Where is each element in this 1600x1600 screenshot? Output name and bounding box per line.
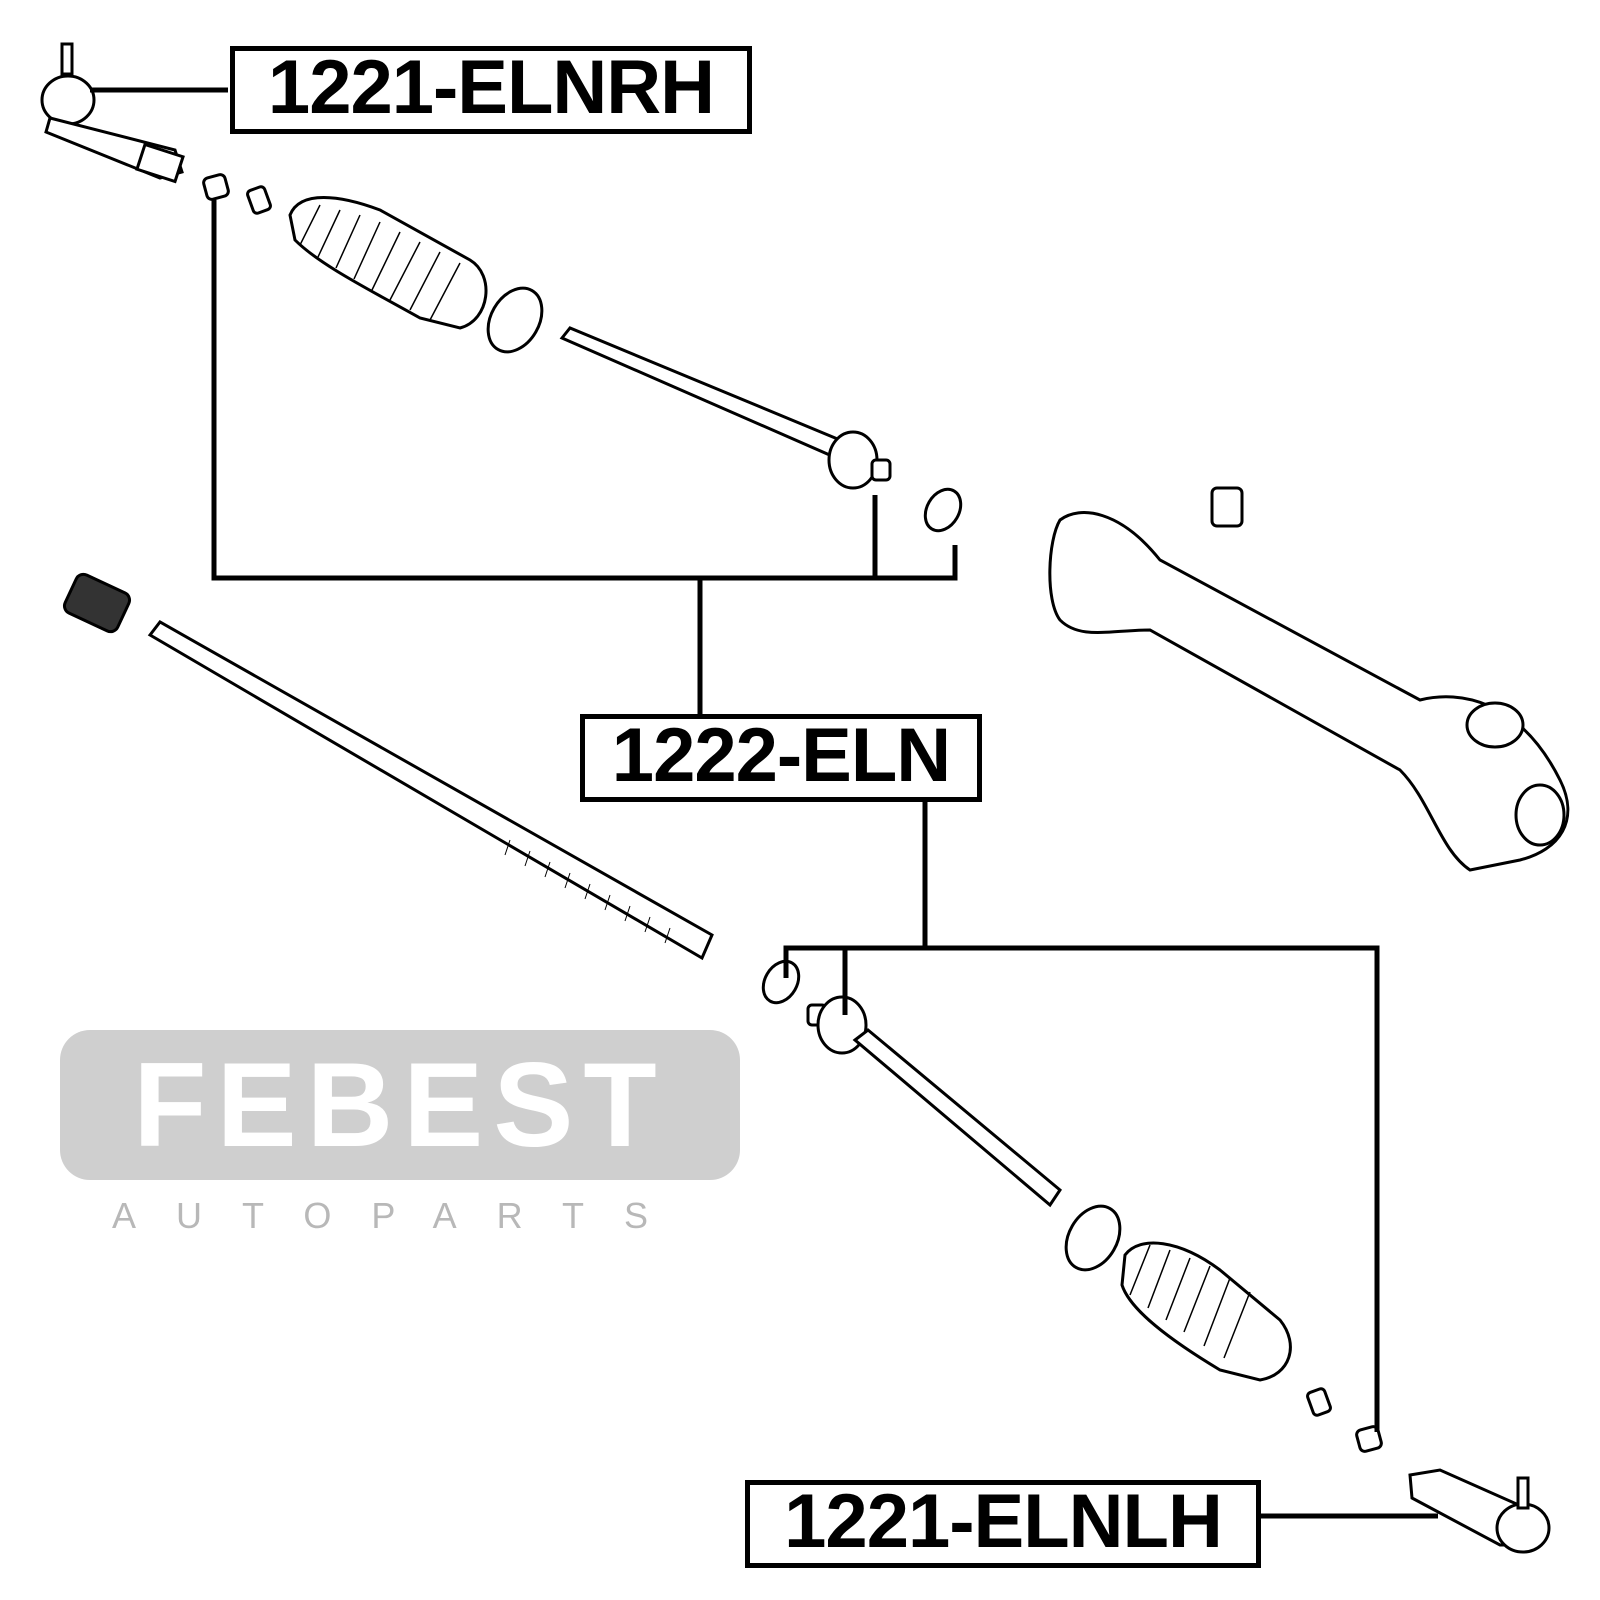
lock-nut-rh bbox=[246, 185, 272, 215]
boot-rh bbox=[288, 196, 488, 330]
boot-lh bbox=[1120, 1241, 1292, 1382]
lock-nut-lh bbox=[1306, 1387, 1332, 1417]
rack-bush bbox=[62, 572, 132, 634]
inner-tie-rod-lh bbox=[806, 995, 1062, 1208]
tie-rod-end-lh bbox=[1408, 1468, 1551, 1554]
tie-rod-end-rh bbox=[40, 42, 185, 184]
watermark-tagline: AUTOPARTS bbox=[111, 1195, 689, 1236]
nut-lh bbox=[1355, 1425, 1383, 1453]
lock-washer-rh bbox=[923, 487, 963, 533]
steering-rack bbox=[147, 620, 714, 961]
inner-tie-rod-rh bbox=[559, 326, 892, 490]
clamp-rh bbox=[486, 286, 544, 354]
part-label-1222-eln: 1222-ELN bbox=[580, 714, 982, 802]
watermark-background bbox=[60, 1030, 740, 1180]
leader-lines bbox=[90, 87, 1438, 1519]
steering-gear-housing bbox=[1048, 486, 1570, 872]
nut-rh bbox=[202, 173, 230, 201]
part-label-1221-elnrh: 1221-ELNRH bbox=[230, 46, 752, 134]
part-label-1221-elnlh: 1221-ELNLH bbox=[745, 1480, 1261, 1568]
watermark-brand: FEBEST bbox=[133, 1038, 667, 1172]
lock-washer-lh bbox=[761, 959, 801, 1005]
clamp-lh bbox=[1064, 1204, 1122, 1272]
